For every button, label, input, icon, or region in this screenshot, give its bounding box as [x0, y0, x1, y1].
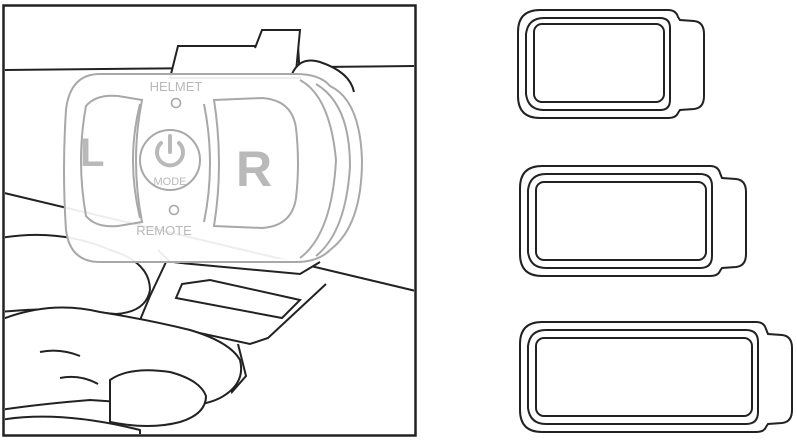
remote-label: REMOTE — [136, 223, 192, 238]
helmet-led — [170, 97, 182, 109]
mount-shape-medium — [519, 165, 747, 277]
mount-shape-large — [519, 321, 793, 433]
power-icon — [155, 134, 185, 168]
remote-body — [63, 73, 364, 263]
mount-clip-top — [168, 29, 355, 93]
right-button[interactable]: R — [203, 96, 299, 230]
mount-shape-small — [517, 9, 705, 119]
remote-led — [168, 204, 180, 216]
right-button-label: R — [236, 141, 272, 197]
left-button[interactable]: L — [80, 94, 144, 228]
mode-label: MODE — [154, 176, 187, 188]
helmet-indicator: HELMET — [150, 79, 203, 109]
remote-indicator: REMOTE — [136, 204, 192, 238]
mode-button[interactable]: MODE — [139, 129, 201, 191]
left-button-label: L — [80, 131, 104, 175]
helmet-label: HELMET — [150, 79, 203, 94]
install-panel: L R HELMET MODE — [2, 4, 417, 437]
